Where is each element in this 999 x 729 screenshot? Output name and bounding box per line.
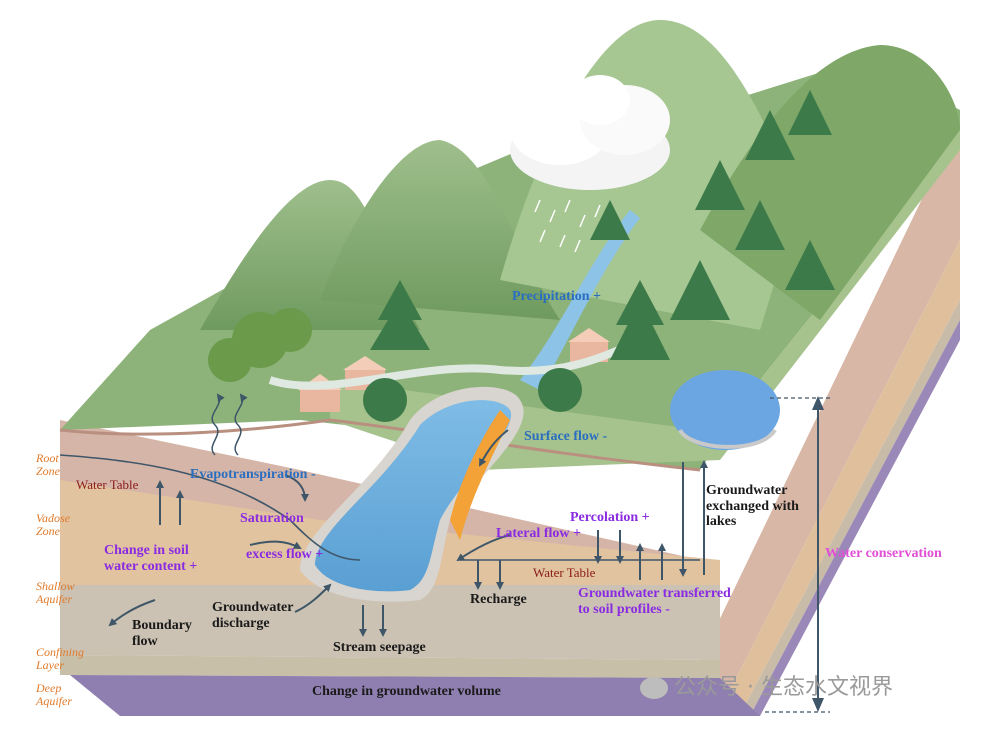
label-evapotranspiration: Evapotranspiration - xyxy=(190,467,316,482)
trees xyxy=(208,90,835,422)
label-recharge: Recharge xyxy=(470,592,527,607)
evapotranspiration-arrows xyxy=(211,393,248,456)
road xyxy=(268,336,642,390)
label-stream-seepage: Stream seepage xyxy=(333,640,426,655)
label-gw-volume: Change in groundwater volume xyxy=(312,684,501,699)
lake xyxy=(670,370,780,450)
label-lateral-flow: Lateral flow + xyxy=(496,526,581,541)
label-precipitation: Precipitation + xyxy=(512,289,601,304)
water-conservation-bracket xyxy=(765,396,830,713)
rain xyxy=(534,199,601,253)
water-table-line xyxy=(59,454,361,561)
label-surface-flow: Surface flow - xyxy=(524,429,608,444)
label-percolation: Percolation + xyxy=(570,510,650,525)
flow-arrows xyxy=(108,429,708,637)
river xyxy=(300,386,524,602)
label-water-table-right: Water Table xyxy=(533,565,596,580)
deep-aquifer-layer xyxy=(70,675,760,716)
side-face-layers xyxy=(700,120,960,716)
label-water-conservation: Water conservation xyxy=(825,546,942,561)
label-saturation: Saturation xyxy=(240,511,304,526)
upper-river xyxy=(520,210,640,390)
wechat-icon xyxy=(640,677,668,699)
watermark: 公众号 · 生态水文视界 xyxy=(640,675,893,701)
label-water-table-left: Water Table xyxy=(76,477,139,492)
label-excess-flow: excess flow + xyxy=(246,547,324,562)
cloud xyxy=(510,75,670,190)
